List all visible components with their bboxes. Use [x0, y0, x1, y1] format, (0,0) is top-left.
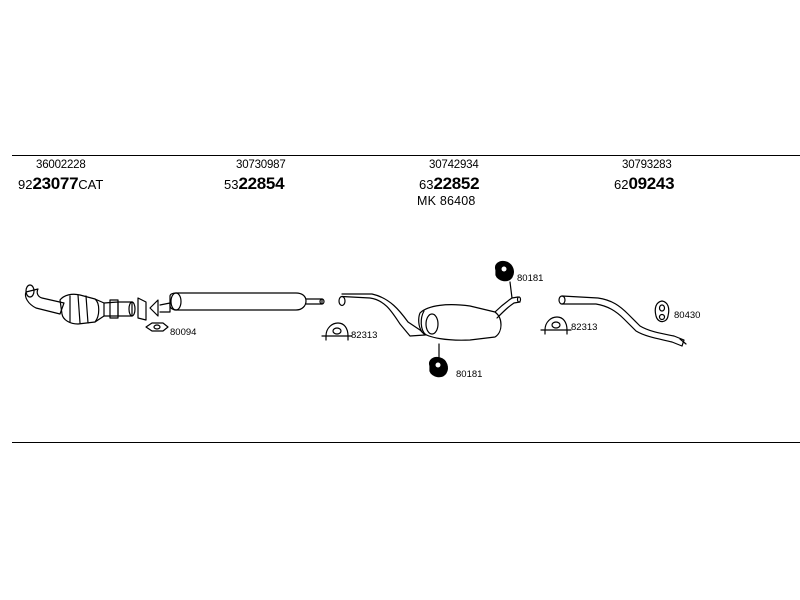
hanger-upper-part — [495, 260, 514, 299]
part-number: 5322854 — [224, 173, 285, 193]
ref-number: 30742934 — [429, 159, 479, 171]
gasket-part — [137, 297, 169, 332]
catalytic-converter — [24, 284, 136, 325]
clamp-label-mid: 82313 — [351, 330, 378, 341]
clamp-mid-part — [321, 322, 353, 341]
tail-pipe-part — [558, 295, 687, 347]
middle-silencer-part — [338, 293, 522, 341]
clamp-rear-part — [540, 316, 572, 335]
section-catalytic-converter: 36002228 9223077CAT — [18, 159, 103, 191]
hanger-label-rear: 80430 — [674, 310, 701, 321]
ref-number: 30730987 — [236, 159, 286, 171]
hanger-label-lower: 80181 — [456, 369, 483, 380]
ref-number: 30793283 — [622, 159, 672, 171]
mounting-kit-number: MK 86408 — [417, 193, 476, 208]
bottom-divider-line — [12, 442, 800, 443]
clamp-label-rear: 82313 — [571, 322, 598, 333]
section-front-pipe: 30730987 5322854 — [224, 159, 286, 191]
hanger-lower-part — [429, 343, 448, 378]
part-number: 6209243 — [614, 173, 675, 193]
top-divider-line — [12, 155, 800, 156]
front-pipe-part — [159, 292, 325, 313]
hanger-label-upper: 80181 — [517, 273, 544, 284]
gasket-label: 80094 — [170, 327, 197, 338]
ref-number: 36002228 — [36, 159, 86, 171]
hanger-rear-part — [654, 300, 670, 323]
part-number: 9223077CAT — [18, 173, 104, 193]
part-number: 6322852 — [419, 173, 480, 193]
section-middle-silencer: 30742934 6322852 MK 86408 — [417, 159, 480, 207]
section-tail-pipe: 30793283 6209243 — [614, 159, 675, 191]
